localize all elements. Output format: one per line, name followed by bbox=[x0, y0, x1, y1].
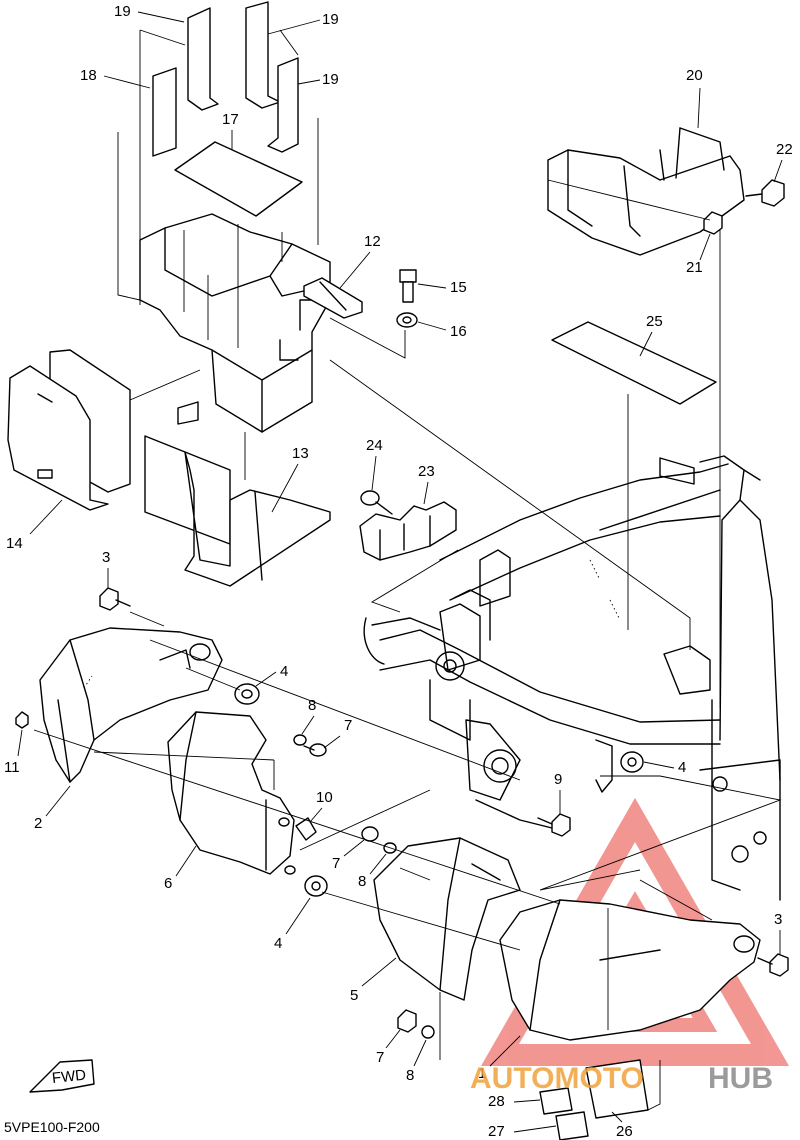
part-1-cover bbox=[499, 899, 761, 1041]
part-6-cover bbox=[167, 711, 296, 875]
callout-26: 26 bbox=[616, 1123, 633, 1140]
part-23-bracket bbox=[359, 501, 457, 561]
decal-27 bbox=[555, 1111, 589, 1140]
bolt-3-top bbox=[99, 587, 131, 611]
bolt-7a bbox=[303, 743, 327, 757]
callout-3b: 3 bbox=[774, 911, 782, 928]
callout-2: 2 bbox=[34, 815, 42, 832]
callout-12: 12 bbox=[364, 233, 381, 250]
callout-25: 25 bbox=[646, 313, 663, 330]
callout-13: 13 bbox=[292, 445, 309, 462]
callout-4a: 4 bbox=[280, 663, 288, 680]
part-25-pad bbox=[551, 321, 717, 405]
callout-8b: 8 bbox=[358, 873, 366, 890]
callout-28: 28 bbox=[488, 1093, 505, 1110]
bolt-24 bbox=[360, 490, 393, 515]
part-20-bracket bbox=[547, 127, 745, 256]
callout-20: 20 bbox=[686, 67, 703, 84]
callout-22: 22 bbox=[776, 141, 793, 158]
decal-28 bbox=[539, 1087, 573, 1115]
grommet-4a bbox=[234, 683, 260, 705]
callout-4b: 4 bbox=[274, 935, 282, 952]
callout-21: 21 bbox=[686, 259, 703, 276]
part-13-plate bbox=[144, 435, 331, 587]
part-12-clip bbox=[303, 277, 363, 319]
callout-6: 6 bbox=[164, 875, 172, 892]
callout-27: 27 bbox=[488, 1123, 505, 1140]
callout-14: 14 bbox=[6, 535, 23, 552]
callouts: 19 19 19 18 17 20 22 21 12 15 16 25 24 2… bbox=[4, 3, 793, 1140]
watermark-text: AUTOMOTO HUB bbox=[470, 1062, 773, 1095]
watermark-auto: AUTOMOTO bbox=[470, 1062, 644, 1095]
clip-10 bbox=[295, 817, 317, 841]
grommet-4c bbox=[620, 751, 644, 773]
callout-11: 11 bbox=[4, 759, 20, 776]
fwd-label: FWD bbox=[51, 1067, 87, 1087]
callout-16: 16 bbox=[450, 323, 467, 340]
frame bbox=[363, 455, 781, 901]
washer-8c bbox=[421, 1025, 435, 1039]
fwd-arrow-icon bbox=[29, 1059, 95, 1093]
callout-18: 18 bbox=[80, 67, 97, 84]
nut-21 bbox=[703, 211, 723, 235]
part-2-cover bbox=[39, 627, 223, 783]
callout-3a: 3 bbox=[102, 549, 110, 566]
battery-box-assembly bbox=[117, 1, 331, 480]
bolt-22 bbox=[745, 179, 785, 207]
callout-19a: 19 bbox=[114, 3, 131, 20]
callout-7c: 7 bbox=[376, 1049, 384, 1066]
part-5-cover bbox=[373, 837, 521, 1001]
part-14-cover bbox=[7, 349, 201, 511]
washer-11 bbox=[15, 711, 29, 729]
washer-8a bbox=[293, 734, 307, 746]
bolt-3-right bbox=[757, 953, 789, 977]
callout-19b: 19 bbox=[322, 11, 339, 28]
callout-8a: 8 bbox=[308, 697, 316, 714]
diagram-code: 5VPE100-F200 bbox=[4, 1119, 100, 1135]
callout-1: 1 bbox=[478, 1065, 486, 1082]
callout-17: 17 bbox=[222, 111, 239, 128]
callout-8c: 8 bbox=[406, 1067, 414, 1084]
watermark-hub: HUB bbox=[708, 1062, 773, 1095]
callout-24: 24 bbox=[366, 437, 383, 454]
bolt-15 bbox=[399, 269, 417, 303]
washer-16 bbox=[396, 312, 418, 328]
callout-10: 10 bbox=[316, 789, 333, 806]
callout-7a: 7 bbox=[344, 717, 352, 734]
callout-7b: 7 bbox=[332, 855, 340, 872]
bolt-7c bbox=[397, 1009, 417, 1033]
callout-9: 9 bbox=[554, 771, 562, 788]
callout-23: 23 bbox=[418, 463, 435, 480]
callout-15: 15 bbox=[450, 279, 467, 296]
grommet-4b bbox=[304, 875, 328, 897]
callout-4c: 4 bbox=[678, 759, 686, 776]
callout-5: 5 bbox=[350, 987, 358, 1004]
callout-19c: 19 bbox=[322, 71, 339, 88]
